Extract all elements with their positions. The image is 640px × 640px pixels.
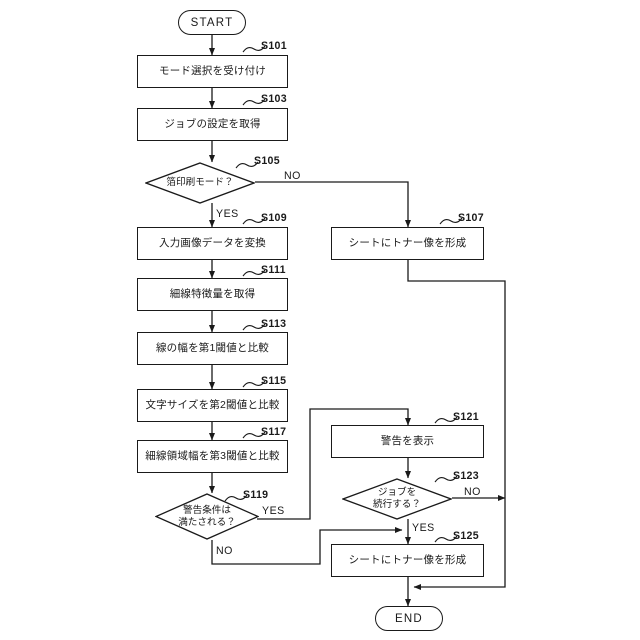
- step-tag-s103: S103: [261, 93, 287, 105]
- process-s115-label: 文字サイズを第2閾値と比較: [145, 398, 280, 411]
- decision-s123-label-line2: 続行する？: [373, 499, 421, 510]
- terminal-start: START: [178, 10, 246, 35]
- step-tag-s113: S113: [261, 318, 287, 330]
- process-s117-label: 細線領域幅を第3閾値と比較: [145, 449, 280, 462]
- decision-s123-shape: [342, 478, 452, 520]
- branch-label-s119-no: NO: [216, 545, 233, 557]
- process-s115: 文字サイズを第2閾値と比較: [137, 389, 288, 422]
- step-tag-s109: S109: [261, 212, 287, 224]
- process-s101-label: モード選択を受け付け: [159, 64, 266, 77]
- decision-s119: 警告条件は 満たされる？: [155, 493, 259, 540]
- decision-s119-label-line1: 警告条件は: [183, 504, 231, 516]
- branch-label-s119-yes: YES: [262, 505, 285, 517]
- process-s107-label: シートにトナー像を形成: [348, 236, 467, 249]
- process-s103: ジョブの設定を取得: [137, 108, 288, 141]
- step-tag-s107: S107: [458, 212, 484, 224]
- branch-label-s105-no: NO: [284, 170, 301, 182]
- process-s111-label: 細線特徴量を取得: [169, 287, 256, 300]
- process-s125-label: シートにトナー像を形成: [348, 553, 467, 566]
- terminal-end-label: END: [395, 612, 423, 625]
- step-tag-s101: S101: [261, 40, 287, 52]
- branch-label-s123-yes: YES: [412, 522, 435, 534]
- decision-s119-shape: [155, 493, 259, 540]
- process-s113-label: 線の幅を第1閾値と比較: [155, 341, 270, 354]
- process-s101: モード選択を受け付け: [137, 55, 288, 88]
- branch-label-s105-yes: YES: [216, 208, 239, 220]
- step-tag-s125: S125: [453, 530, 479, 542]
- decision-s105-shape: [145, 162, 255, 204]
- step-tag-s119: S119: [243, 489, 269, 501]
- process-s117: 細線領域幅を第3閾値と比較: [137, 440, 288, 473]
- step-tag-s123: S123: [453, 470, 479, 482]
- process-s125: シートにトナー像を形成: [331, 544, 484, 577]
- process-s103-label: ジョブの設定を取得: [164, 117, 261, 130]
- process-s121: 警告を表示: [331, 425, 484, 458]
- process-s107: シートにトナー像を形成: [331, 227, 484, 260]
- step-tag-s115: S115: [261, 375, 287, 387]
- decision-s105-label: 箔印刷モード？: [166, 177, 234, 189]
- terminal-end: END: [375, 606, 443, 631]
- process-s109: 入力画像データを変換: [137, 227, 288, 260]
- process-s109-label: 入力画像データを変換: [159, 236, 266, 249]
- process-s111: 細線特徴量を取得: [137, 278, 288, 311]
- step-tag-s117: S117: [261, 426, 287, 438]
- decision-s105: 箔印刷モード？: [145, 162, 255, 204]
- decision-s119-label-line2: 満たされる？: [178, 516, 236, 528]
- decision-s123: ジョブを 続行する？: [342, 478, 452, 520]
- step-tag-s105: S105: [254, 155, 280, 167]
- branch-label-s123-no: NO: [464, 486, 481, 498]
- step-tag-s111: S111: [261, 264, 286, 276]
- step-tag-s121: S121: [453, 411, 479, 423]
- decision-s123-label-line1: ジョブを: [377, 487, 417, 499]
- process-s121-label: 警告を表示: [380, 434, 435, 447]
- terminal-start-label: START: [190, 16, 234, 29]
- process-s113: 線の幅を第1閾値と比較: [137, 332, 288, 365]
